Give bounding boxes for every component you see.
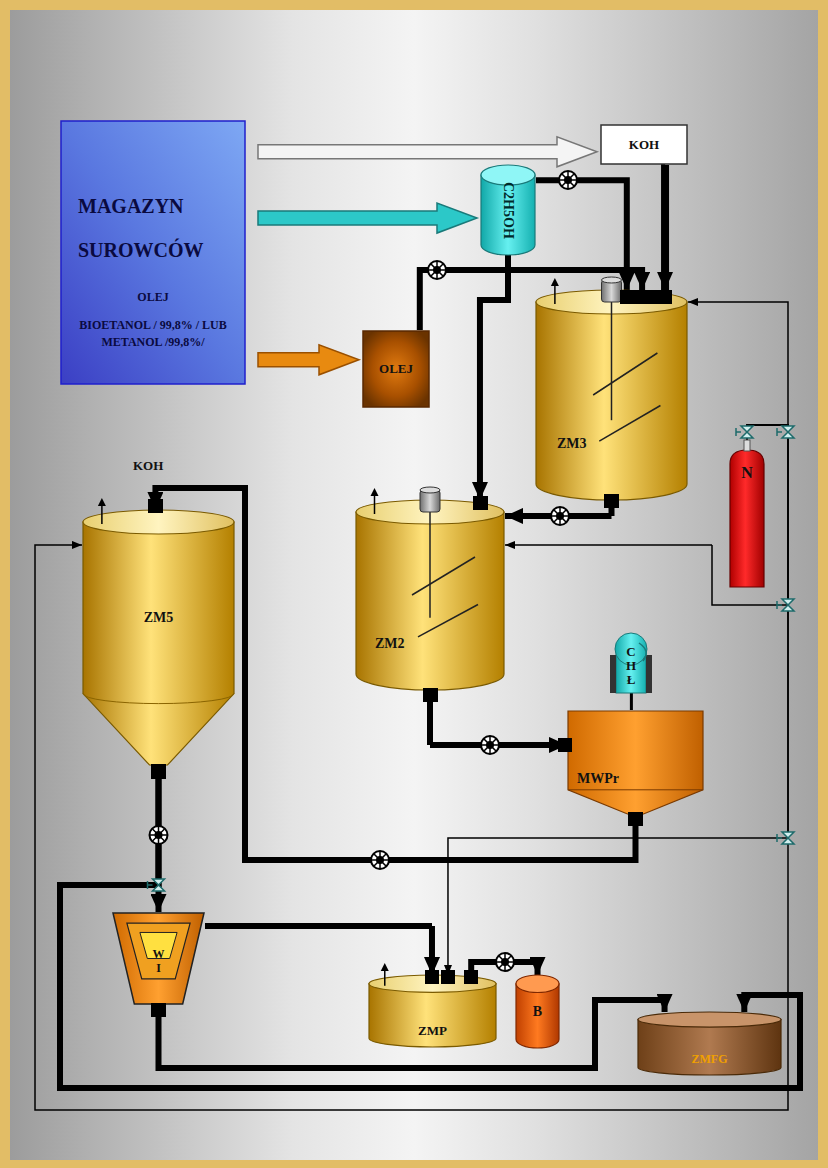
node-text: ZMFG	[692, 1052, 728, 1067]
process-pipe	[471, 962, 537, 975]
koh-box: KOH	[600, 124, 688, 165]
node-text: BIOETANOL / 99,8% / LUB METANOL /99,8%/	[78, 317, 228, 351]
oil-tank: OLEJ	[362, 330, 430, 408]
process-pipe	[536, 180, 627, 290]
nitrogen-cylinder: N	[728, 440, 766, 588]
process-pipe	[430, 690, 567, 745]
settling-tank-outline	[82, 510, 235, 765]
mixer-tank: ZM3	[535, 290, 688, 500]
filter: WI	[112, 912, 205, 1005]
node-text: MWPr	[577, 771, 619, 787]
node-text: ZM3	[557, 436, 587, 452]
nitrogen-cylinder-outline	[728, 440, 766, 588]
nitrogen-line	[35, 425, 788, 1110]
node-text: N	[741, 464, 753, 482]
product-tank: ZMP	[368, 975, 497, 1047]
node-text: WI	[153, 948, 165, 974]
node-text: OLEJ	[379, 361, 413, 377]
barrel: B	[515, 975, 560, 1048]
node-text: ZM2	[375, 636, 405, 652]
node-text: MAGAZYN SUROWCÓW	[78, 184, 228, 272]
ethanol-tank: C2H5OH	[480, 165, 536, 255]
inlet-label: KOH	[133, 458, 163, 474]
node-text: ZMP	[418, 1023, 447, 1039]
node-text: ZM5	[144, 610, 174, 626]
mixer-tank-outline	[535, 290, 688, 500]
supply-arrow	[258, 137, 597, 167]
nitrogen-line	[688, 302, 788, 440]
evaporator-outline	[567, 710, 704, 815]
node-text: OLEJ	[137, 290, 168, 305]
process-pipe	[630, 693, 633, 710]
cooler: CHŁ	[600, 633, 662, 693]
glycerine-tank: ZMFG	[637, 1012, 782, 1075]
process-pipe	[505, 500, 612, 516]
node-text: B	[533, 1004, 542, 1020]
supply-arrow	[258, 203, 477, 233]
settling-tank: ZM5	[82, 510, 235, 765]
valves	[148, 426, 795, 891]
process-pipe	[480, 255, 508, 500]
node-text: KOH	[629, 137, 659, 153]
process-pipe	[156, 765, 162, 912]
supply-arrow	[258, 345, 359, 375]
mixer-tank: ZM2	[355, 500, 505, 690]
evaporator: MWPr	[567, 710, 704, 815]
node-text: CHŁ	[625, 645, 638, 688]
warehouse-box: MAGAZYN SUROWCÓW OLEJ BIOETANOL / 99,8% / …	[60, 120, 246, 385]
process-pipe	[661, 165, 669, 290]
mixer-tank-outline	[355, 500, 505, 690]
process-pipe	[60, 765, 800, 1088]
node-text: C2H5OH	[500, 182, 516, 239]
process-pipe	[205, 926, 432, 975]
